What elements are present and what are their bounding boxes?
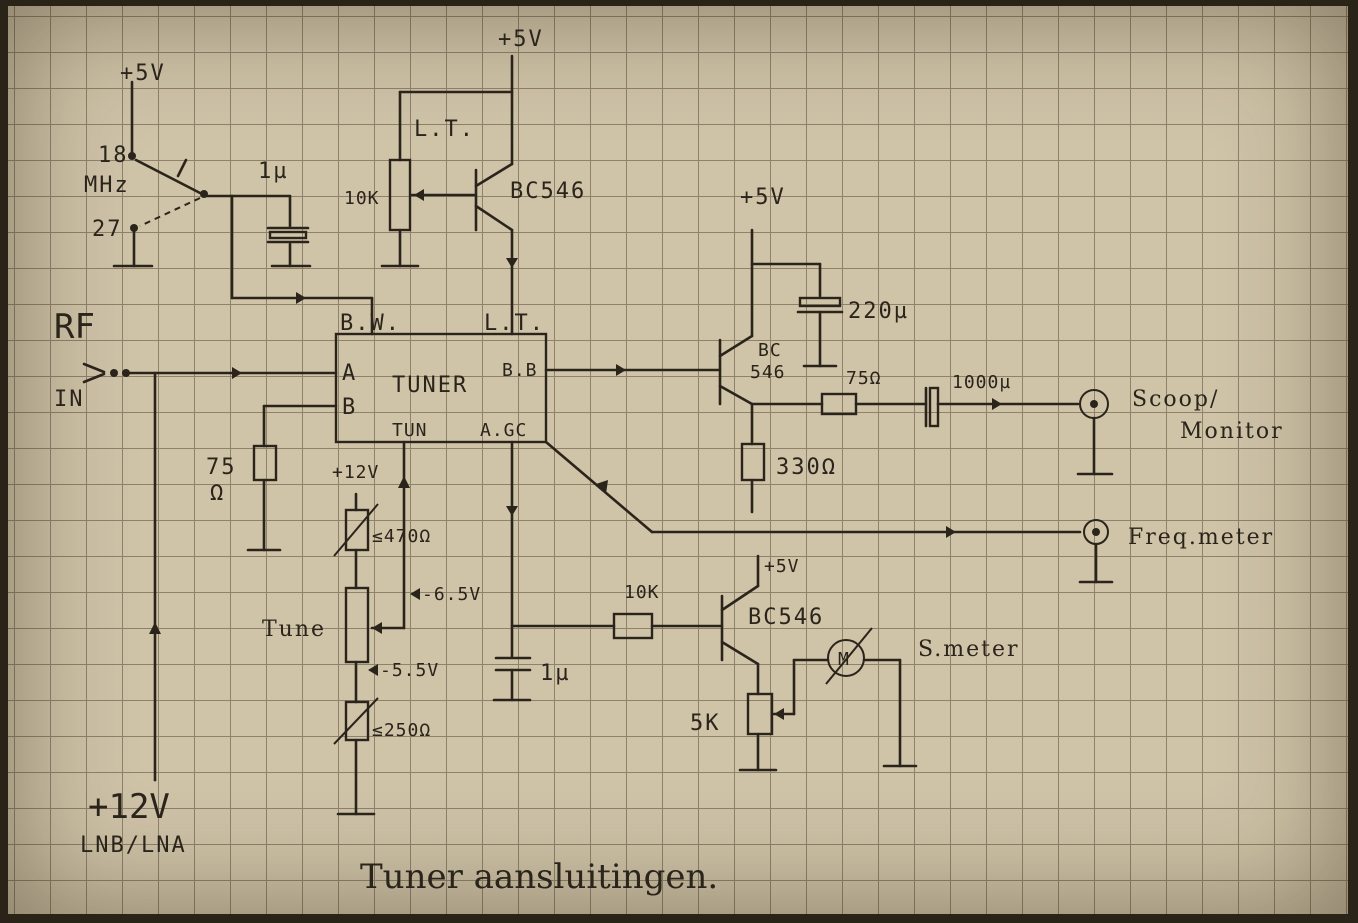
agc-path [492,440,724,702]
label-agc: A.GC [480,420,527,441]
rf-input [82,362,338,782]
video-amplifier [544,228,1114,514]
label-r75-a: 75 [206,455,237,480]
label-smeter: S.meter [918,637,1020,662]
label-mhz: MHz [84,173,130,198]
label-tune: Tune [262,617,326,642]
label-pin-b: B [342,395,357,420]
b-input-75-ohm [246,404,338,552]
label-cap-1u-top: 1µ [258,159,289,184]
label-v65: -6.5V [422,584,481,605]
s-meter-circuit [720,554,918,772]
label-tuner: TUNER [392,373,468,398]
circuit-schematic: +5V 18 MHz 27 1µ +5V L.T. 10K BC546 RF I… [54,27,1284,897]
label-bw: B.W. [340,311,401,336]
label-27: 27 [92,217,123,242]
label-supply-top: +5V [498,27,544,52]
label-r250: ≤250Ω [372,720,431,741]
freq-meter-line [544,440,1114,584]
label-bc546-1: BC546 [510,179,586,204]
label-freq: Freq.meter [1128,525,1274,550]
label-bc-2b: 546 [750,362,786,383]
label-r470: ≤470Ω [372,526,431,547]
label-lt-pin: L.T. [484,311,545,336]
label-r75-b: Ω [210,481,225,506]
label-r75-out: 75Ω [846,368,882,389]
label-monitor: Monitor [1180,419,1284,444]
frequency-switch [112,80,234,268]
label-v55: -5.5V [380,660,439,681]
lt-switch-circuit [380,54,518,336]
label-tun: TUN [392,420,428,441]
label-meter-m: M [838,649,850,670]
label-r5k: 5K [690,711,721,736]
label-lt-top: L.T. [414,117,475,142]
label-supply-video: +5V [740,185,786,210]
label-cap-1000: 1000µ [952,372,1011,393]
label-bc546-3: BC546 [748,605,824,630]
label-pot-10k: 10K [344,188,380,209]
diagram-title: Tuner aansluitingen. [360,857,718,897]
label-r330: 330Ω [776,455,837,480]
label-r10k: 10K [624,582,660,603]
label-supply-switch: +5V [120,61,166,86]
label-plus12v: +12V [332,462,379,483]
tuner-block [334,332,548,444]
label-lnb-v: +12V [88,787,170,827]
label-bc-2a: BC [758,340,782,361]
label-rf: RF [54,307,95,347]
label-pin-a: A [342,361,357,386]
tune-network [333,440,420,816]
label-in: IN [54,387,85,412]
label-18: 18 [98,143,129,168]
crystal-1u [230,194,374,336]
label-bb: B.B [502,360,538,381]
label-cap-220: 220µ [848,299,909,324]
graph-paper-sheet: +5V 18 MHz 27 1µ +5V L.T. 10K BC546 RF I… [8,6,1348,914]
label-lnb: LNB/LNA [80,833,187,858]
label-scoop: Scoop/ [1132,387,1219,412]
label-cap-1u-bottom: 1µ [540,661,571,686]
label-plus5-small: +5V [764,556,800,577]
